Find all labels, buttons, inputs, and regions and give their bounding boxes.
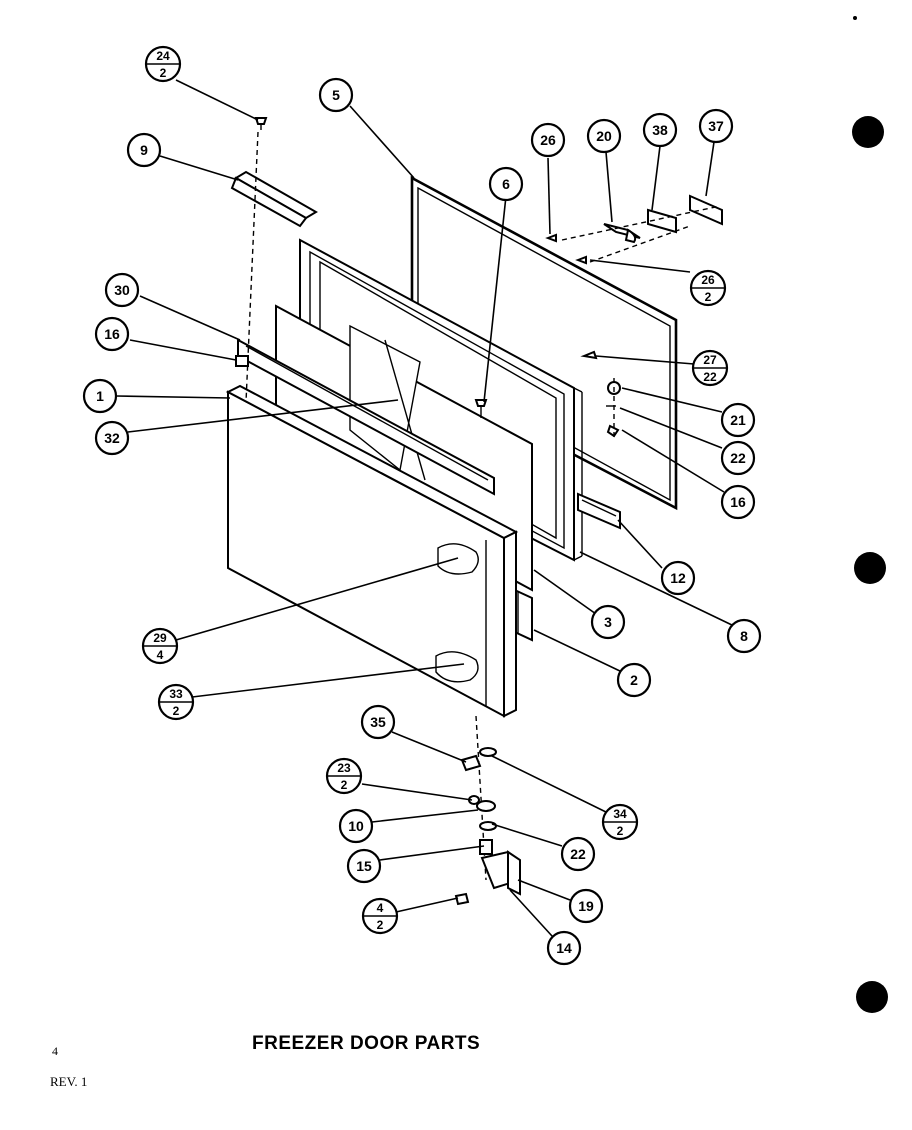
svg-text:2: 2 xyxy=(377,918,384,932)
svg-text:3: 3 xyxy=(604,614,612,630)
binder-hole-bottom xyxy=(856,981,888,1013)
svg-text:20: 20 xyxy=(596,128,612,144)
callout-9: 9 xyxy=(126,132,162,168)
callout-22-bottom: 22 xyxy=(560,836,596,872)
callout-3: 3 xyxy=(590,604,626,640)
callout-14: 14 xyxy=(546,930,582,966)
svg-text:15: 15 xyxy=(356,858,372,874)
svg-text:26: 26 xyxy=(540,132,556,148)
top-hinge-bracket-part xyxy=(230,170,318,228)
svg-text:6: 6 xyxy=(502,176,510,192)
svg-text:14: 14 xyxy=(556,940,572,956)
svg-text:32: 32 xyxy=(104,430,120,446)
callout-16-right: 16 xyxy=(720,484,756,520)
svg-text:16: 16 xyxy=(104,326,120,342)
callout-22-right: 22 xyxy=(720,440,756,476)
callout-19: 19 xyxy=(568,888,604,924)
svg-text:29: 29 xyxy=(153,631,167,645)
svg-text:22: 22 xyxy=(730,450,746,466)
callout-1: 1 xyxy=(82,378,118,414)
svg-text:30: 30 xyxy=(114,282,130,298)
svg-text:2: 2 xyxy=(173,704,180,718)
callout-34-qty-2: 34 2 xyxy=(601,803,639,841)
svg-text:34: 34 xyxy=(613,807,627,821)
svg-text:22: 22 xyxy=(570,846,586,862)
svg-text:2: 2 xyxy=(630,672,638,688)
callout-26-qty-2: 26 2 xyxy=(689,269,727,307)
svg-text:8: 8 xyxy=(740,628,748,644)
svg-text:10: 10 xyxy=(348,818,364,834)
page-number: 4 xyxy=(52,1044,58,1058)
svg-text:19: 19 xyxy=(578,898,594,914)
svg-text:22: 22 xyxy=(703,370,717,384)
callout-37: 37 xyxy=(698,108,734,144)
callout-29-qty-4: 29 4 xyxy=(141,627,179,665)
center-screw-part xyxy=(474,399,488,418)
callout-21: 21 xyxy=(720,402,756,438)
callout-27-qty-22: 27 22 xyxy=(691,349,729,387)
callout-12: 12 xyxy=(660,560,696,596)
diagram-title: FREEZER DOOR PARTS xyxy=(252,1033,481,1054)
left-bushing-part xyxy=(235,355,249,367)
svg-text:12: 12 xyxy=(670,570,686,586)
svg-text:2: 2 xyxy=(705,290,712,304)
leader-lines xyxy=(115,79,735,937)
svg-text:24: 24 xyxy=(156,49,170,63)
bottom-hinge-assembly-part xyxy=(454,715,522,906)
callout-8: 8 xyxy=(726,618,762,654)
revision-label: REV. 1 xyxy=(50,1074,88,1089)
handle-rail-part xyxy=(237,338,495,496)
svg-text:35: 35 xyxy=(370,714,386,730)
callout-6: 6 xyxy=(488,166,524,202)
svg-text:37: 37 xyxy=(708,118,724,134)
svg-text:16: 16 xyxy=(730,494,746,510)
callout-5: 5 xyxy=(318,77,354,113)
callout-20: 20 xyxy=(586,118,622,154)
svg-text:2: 2 xyxy=(160,66,167,80)
right-hinge-assembly-part xyxy=(545,194,723,265)
callout-15: 15 xyxy=(346,848,382,884)
top-screw-part xyxy=(254,117,268,130)
callout-35: 35 xyxy=(360,704,396,740)
svg-text:2: 2 xyxy=(341,778,348,792)
corner-dot xyxy=(853,16,857,20)
callout-23-qty-2: 23 2 xyxy=(325,757,363,795)
svg-text:4: 4 xyxy=(377,901,384,915)
svg-text:4: 4 xyxy=(157,648,164,662)
svg-text:23: 23 xyxy=(337,761,351,775)
outer-door-panel-part xyxy=(225,384,519,718)
svg-text:1: 1 xyxy=(96,388,104,404)
callout-30: 30 xyxy=(104,272,140,308)
svg-text:9: 9 xyxy=(140,142,148,158)
callout-2: 2 xyxy=(616,662,652,698)
callout-10: 10 xyxy=(338,808,374,844)
callout-24-qty-2: 24 2 xyxy=(144,45,182,83)
svg-text:26: 26 xyxy=(701,273,715,287)
svg-text:21: 21 xyxy=(730,412,746,428)
callout-16-left: 16 xyxy=(94,316,130,352)
binder-hole-middle xyxy=(854,552,886,584)
svg-text:2: 2 xyxy=(617,824,624,838)
svg-text:27: 27 xyxy=(703,353,717,367)
callout-38: 38 xyxy=(642,112,678,148)
callout-26: 26 xyxy=(530,122,566,158)
svg-text:38: 38 xyxy=(652,122,668,138)
callout-32: 32 xyxy=(94,420,130,456)
svg-text:33: 33 xyxy=(169,687,183,701)
callout-4-qty-2: 4 2 xyxy=(361,897,399,935)
right-side-fasteners-part xyxy=(580,350,621,440)
retainer-strip-part xyxy=(577,492,621,530)
binder-hole-top xyxy=(852,116,884,148)
svg-text:5: 5 xyxy=(332,87,340,103)
callout-33-qty-2: 33 2 xyxy=(157,683,195,721)
